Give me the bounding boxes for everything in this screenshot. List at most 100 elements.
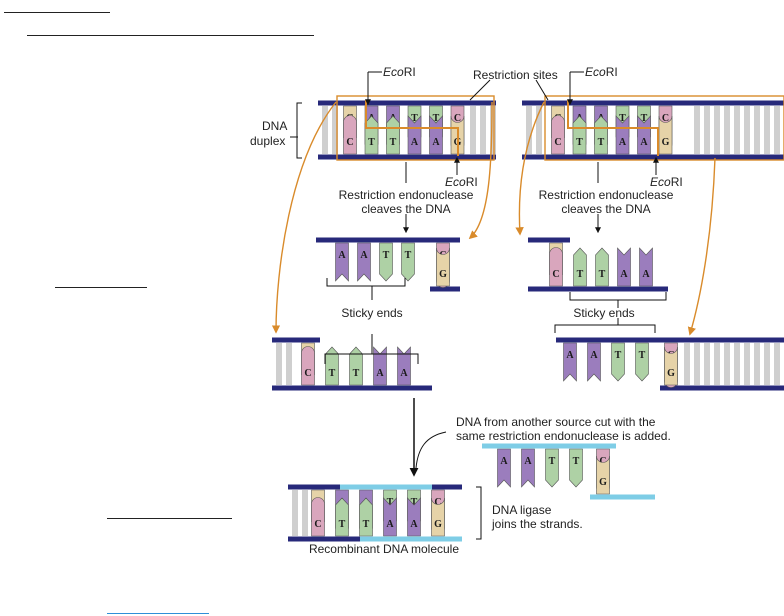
base-T: T [401,242,415,282]
svg-text:C: C [314,519,321,530]
curved-arrow-icon [415,431,447,469]
base-T: T [545,448,559,488]
svg-text:T: T [383,250,390,261]
restriction-sites-label: Restriction sites [473,68,558,82]
svg-text:T: T [433,113,440,124]
base-T: T [386,115,400,155]
svg-text:T: T [576,137,583,148]
base-pair-bar [536,106,542,154]
base-A: A [587,342,601,382]
base-T: T [611,342,625,382]
dna-backbone [272,385,432,391]
svg-text:G: G [439,269,447,280]
dna-backbone [430,286,460,292]
svg-text:T: T [573,456,580,467]
svg-text:C: C [554,137,561,148]
base-pair-bar [322,106,328,154]
cleaves-label: Restriction endonuclease [339,188,474,202]
dna-duplex-label: duplex [250,134,285,148]
base-pair-bar [332,106,338,154]
base-pair-bar [754,106,760,154]
base-pair-bar [286,343,292,385]
ligase-bracket-icon [476,486,482,540]
svg-text:A: A [386,519,394,530]
svg-text:A: A [411,137,419,148]
base-A: A [637,115,651,155]
base-T: T [595,247,609,287]
base-pair-bar [480,106,486,154]
svg-text:A: A [432,137,440,148]
base-A: A [407,115,422,155]
foreign-dna-backbone [340,484,432,490]
svg-text:G: G [667,368,675,379]
ligase-label: joins the strands. [491,517,583,531]
base-T: T [335,497,349,537]
base-C: C [549,247,563,287]
base-A: A [615,115,630,155]
restriction-site-box [336,95,495,161]
base-pair-bar [724,106,730,154]
another-source-label: DNA from another source cut with the [456,415,656,429]
svg-text:A: A [590,350,598,361]
base-pair-bar [744,343,750,385]
svg-text:A: A [500,456,508,467]
svg-text:T: T [641,113,648,124]
base-A: A [563,342,577,382]
another-source-label: same restriction endonuclease is added. [456,429,671,443]
base-G: G [664,346,678,386]
dna-backbone [288,536,360,542]
base-A: A [639,247,653,287]
svg-text:T: T [599,269,606,280]
base-T: T [349,346,363,386]
svg-text:A: A [410,519,418,530]
ecori-label: EcoRI [445,175,478,189]
answer-blank[interactable] [107,518,232,519]
dna-backbone [288,484,340,490]
base-pair-bar [764,343,770,385]
base-pair-bar [526,106,532,154]
dna-backbone [660,385,784,391]
answer-blank[interactable] [55,287,147,288]
recombinant-label: Recombinant DNA molecule [309,542,459,556]
base-pair-bar [470,106,476,154]
svg-text:C: C [346,137,353,148]
base-pair-bar [734,343,740,385]
base-T: T [325,346,339,386]
sticky-ends-label: Sticky ends [341,306,402,320]
base-T: T [359,497,373,537]
base-pair-bar [694,343,700,385]
base-A: A [383,497,397,537]
svg-text:T: T [577,269,584,280]
svg-text:T: T [639,350,646,361]
dna-backbone [432,484,462,490]
ecori-label: EcoRI [650,175,683,189]
base-C: C [343,115,357,155]
restriction-site-box [544,95,784,161]
base-G: G [596,455,610,495]
base-A: A [407,497,421,537]
answer-blank[interactable] [27,35,314,36]
base-pair-bar [754,343,760,385]
cleaves-label: Restriction endonuclease [539,188,674,202]
cleaves-label: cleaves the DNA [361,202,450,216]
answer-blank[interactable] [4,12,110,13]
ecori-label: EcoRI [383,65,416,79]
svg-text:T: T [390,137,397,148]
base-pair-bar [276,343,282,385]
svg-text:T: T [368,137,375,148]
svg-text:C: C [662,113,669,124]
svg-text:T: T [363,519,370,530]
dna-backbone [318,154,496,160]
base-C: C [301,346,315,386]
base-G: G [658,115,673,155]
svg-text:A: A [400,368,408,379]
base-pair-bar [694,106,700,154]
svg-text:T: T [339,519,346,530]
foreign-dna-backbone [482,443,616,449]
svg-text:T: T [353,368,360,379]
answer-blank[interactable] [107,613,209,614]
svg-text:T: T [619,113,626,124]
dna-backbone [318,100,496,106]
base-A: A [397,346,411,386]
base-T: T [572,115,587,155]
